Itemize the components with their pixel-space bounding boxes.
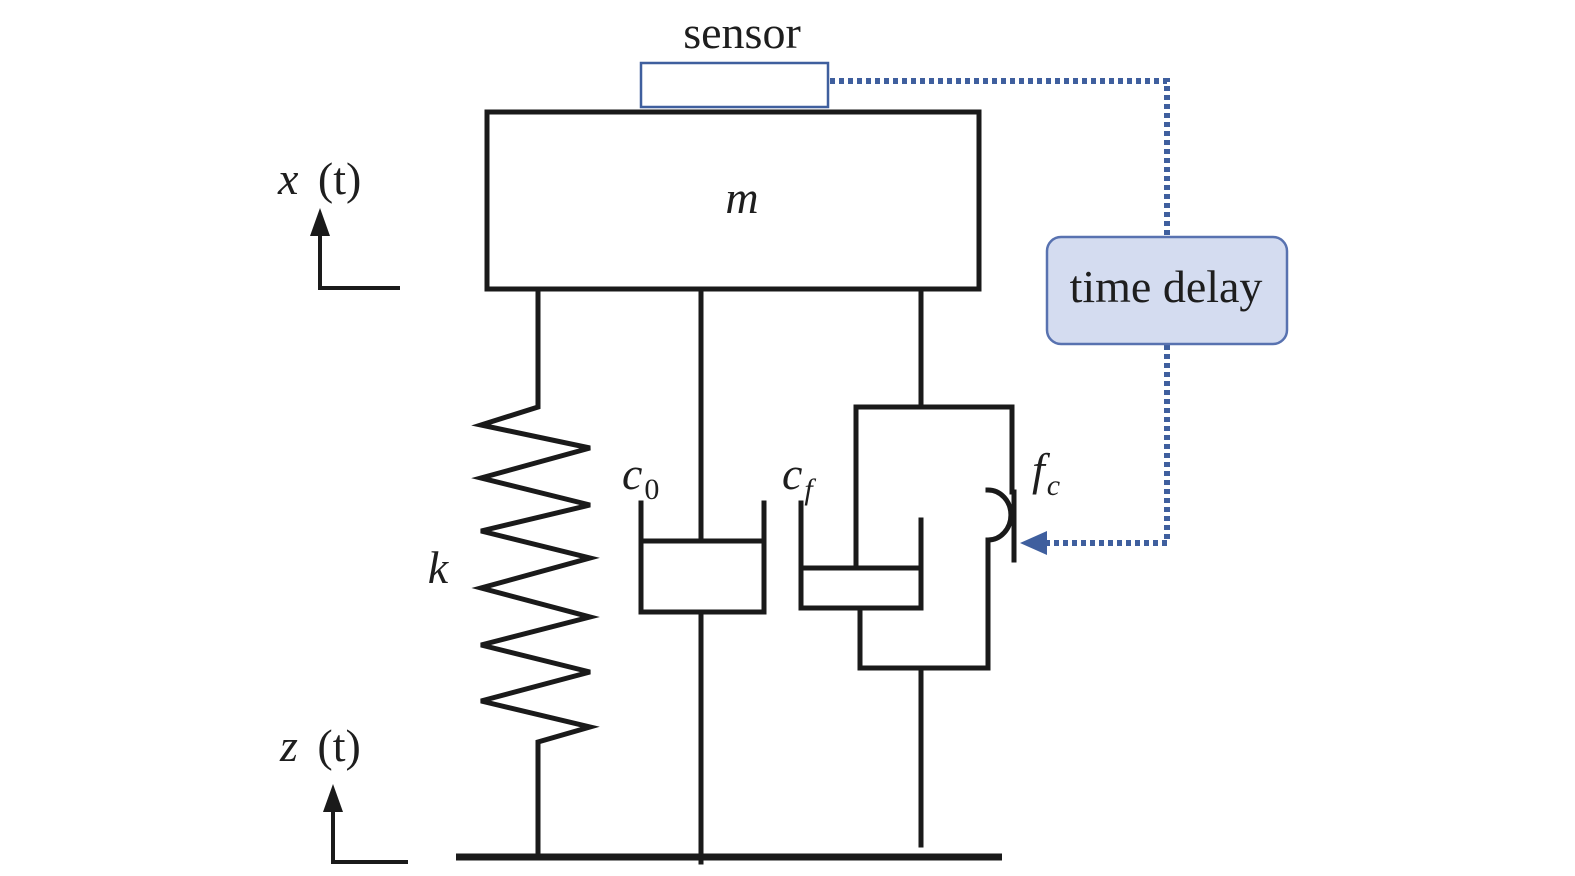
mass-block bbox=[484, 109, 982, 292]
time-delay-box bbox=[1045, 235, 1289, 346]
sensor-label: sensor bbox=[683, 7, 801, 58]
z-displacement-label: z (t) bbox=[279, 720, 361, 771]
mass-label: m bbox=[725, 172, 758, 223]
feedback-loop bbox=[830, 78, 1170, 555]
sensor-box bbox=[639, 61, 830, 109]
spring-label: k bbox=[428, 542, 450, 593]
damper-cf-assembly bbox=[798, 286, 1017, 848]
x-displacement-label: x (t) bbox=[277, 153, 361, 204]
friction-fc-label: fc bbox=[1032, 444, 1060, 502]
spring-k bbox=[471, 286, 600, 858]
feedback-arrow-icon bbox=[1020, 531, 1047, 555]
damper-cf-label: cf bbox=[782, 448, 816, 506]
damper-c0 bbox=[638, 286, 767, 865]
x-displacement-axis-icon bbox=[310, 208, 400, 290]
time-delay-label: time delay bbox=[1070, 261, 1263, 312]
damper-c0-label: c0 bbox=[622, 448, 659, 506]
z-displacement-axis-icon bbox=[323, 784, 408, 864]
